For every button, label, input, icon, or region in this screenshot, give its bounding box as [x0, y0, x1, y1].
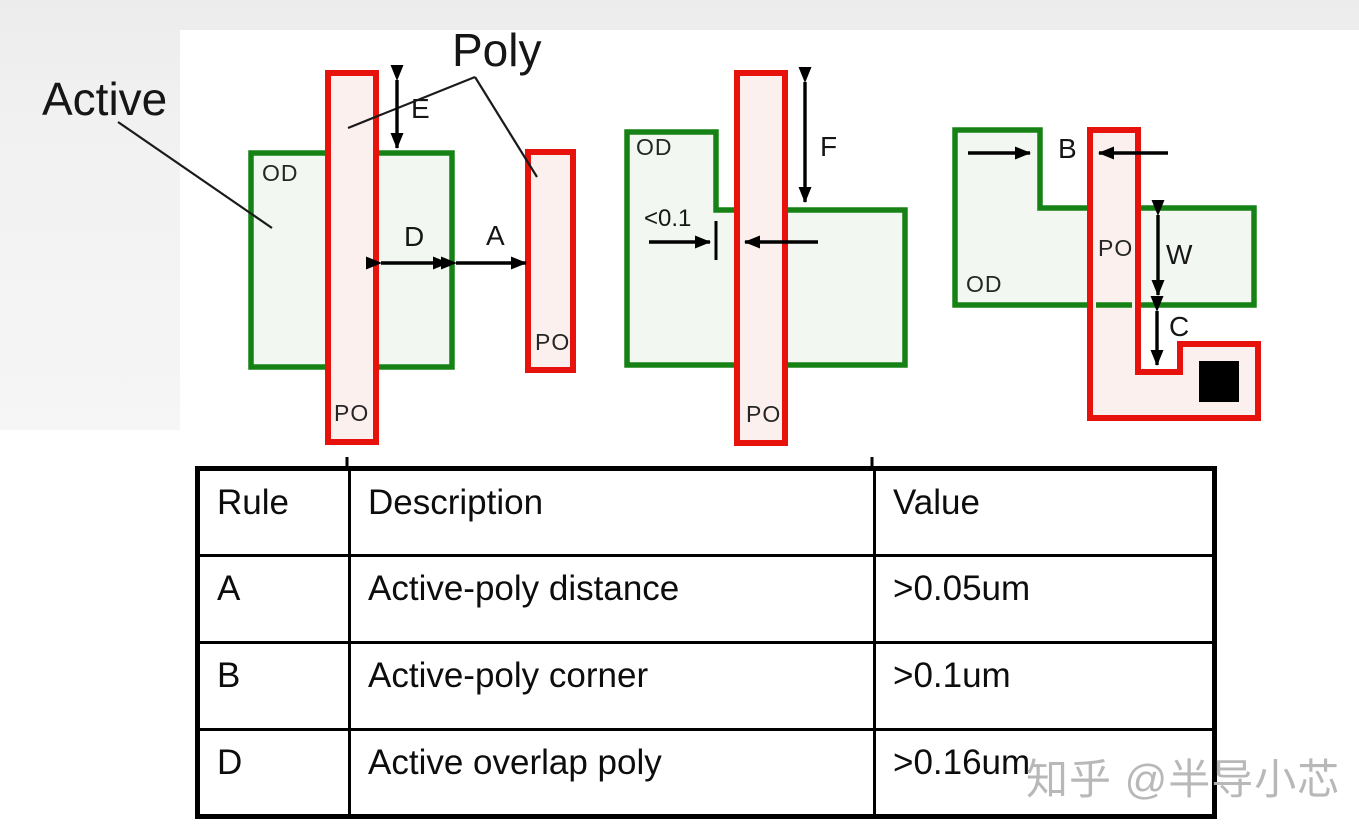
diagram-active-poly-spacing	[117, 65, 576, 445]
cell-description: Active overlap poly	[348, 728, 876, 818]
poly-annotation: Poly	[452, 24, 542, 76]
active-leader-line	[117, 121, 273, 229]
od-label-3: OD	[966, 271, 1003, 297]
dim-label-w: W	[1166, 239, 1193, 270]
po-label-2: PO	[535, 329, 571, 355]
od-label-1: OD	[262, 160, 299, 186]
cell-value: >0.05um	[873, 554, 1216, 644]
diagram-poly-contact	[952, 127, 1261, 421]
cell-value: >0.16um	[873, 728, 1216, 818]
poly-contact-shape	[1087, 127, 1261, 421]
table-row: B Active-poly corner >0.1um	[196, 641, 1216, 731]
od-label-2: OD	[636, 134, 673, 160]
contact-square	[1199, 361, 1239, 402]
watermark: 知乎 @半导小芯	[1026, 756, 1341, 803]
header-rule: Rule	[196, 467, 351, 557]
poly-gate-bar	[325, 70, 379, 445]
dim-label-d: D	[404, 221, 425, 252]
po-label-1: PO	[334, 400, 370, 426]
diagram-poly-endcap	[624, 67, 908, 446]
dim-label-f: F	[820, 131, 838, 162]
dim-label-e: E	[411, 93, 430, 124]
header-description: Description	[348, 467, 876, 557]
header-value: Value	[873, 467, 1216, 557]
dim-label-a: A	[486, 220, 505, 251]
poly-leader-line-1	[347, 75, 476, 130]
dim-label-c: C	[1169, 311, 1190, 342]
cell-description: Active-poly distance	[348, 554, 876, 644]
cell-rule: D	[196, 728, 351, 818]
active-annotation: Active	[42, 73, 168, 125]
table-row: D Active overlap poly >0.16um	[196, 728, 1216, 818]
cell-rule: A	[196, 554, 351, 644]
dim-label-b: B	[1058, 133, 1077, 164]
poly-gate-bar	[734, 70, 788, 446]
po-label-3: PO	[746, 401, 782, 427]
poly-leader-line-2	[474, 76, 538, 178]
cell-value: >0.1um	[873, 641, 1216, 731]
table-row: A Active-poly distance >0.05um	[196, 554, 1216, 644]
po-label-4: PO	[1098, 235, 1134, 261]
table-header-row: Rule Description Value	[196, 467, 1216, 557]
corner-note-label: <0.1	[644, 205, 692, 232]
cell-description: Active-poly corner	[348, 641, 876, 731]
design-rules-table: Rule Description Value A Active-poly dis…	[195, 466, 1217, 819]
cell-rule: B	[196, 641, 351, 731]
poly-neighbor-bar	[525, 149, 576, 373]
